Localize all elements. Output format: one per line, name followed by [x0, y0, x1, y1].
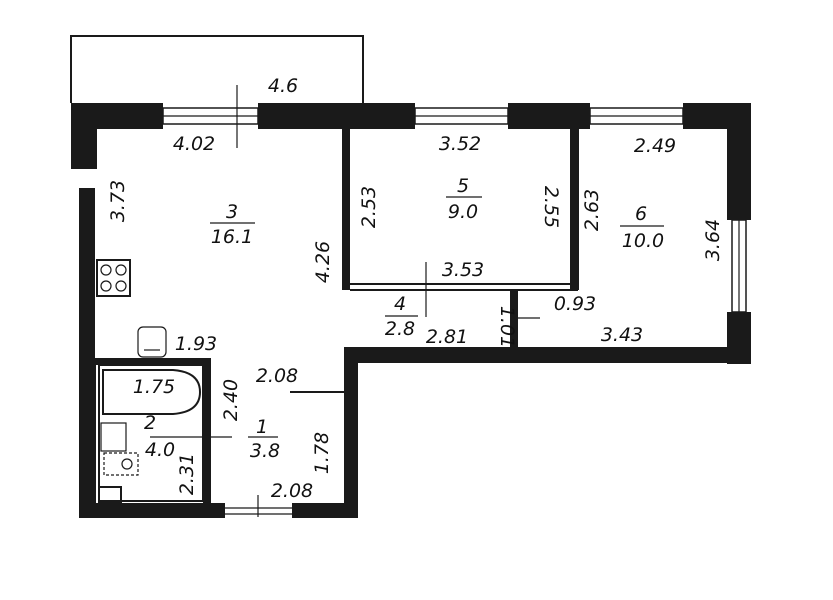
room-labels: 1 3.8 2 4.0 3 16.1 4 2.8 5 9.0 6 10.0	[144, 175, 664, 462]
dim-room5-bottom: 3.53	[442, 259, 484, 281]
dim-bath-width: 1.75	[133, 376, 175, 398]
room-number: 6	[635, 203, 647, 225]
dim-room5-left: 2.53	[358, 186, 380, 228]
dim-bath-height: 2.40	[220, 379, 242, 421]
kitchen-sink-icon	[137, 326, 167, 358]
stove-icon	[96, 259, 131, 297]
interior-walls	[94, 125, 579, 504]
utility-box-icon	[98, 486, 122, 503]
balcony	[70, 35, 364, 103]
washbasin-icon	[100, 422, 127, 452]
fixtures	[96, 259, 202, 503]
exterior-walls	[71, 103, 751, 518]
room-number: 2	[144, 412, 156, 434]
dim-hall-height: 1.78	[311, 432, 333, 474]
dim-room3-top: 4.02	[173, 133, 215, 155]
dim-kitchen-bottom: 1.93	[175, 333, 217, 355]
room-number: 5	[457, 175, 469, 197]
dimension-marks	[150, 85, 540, 517]
room-area: 9.0	[448, 201, 478, 223]
bathtub-icon	[102, 369, 202, 415]
dim-room3-left: 3.73	[107, 180, 129, 222]
dim-room2-height: 2.31	[176, 453, 198, 495]
dim-corridor-bottom: 3.43	[601, 324, 643, 346]
room-number: 4	[394, 293, 406, 315]
dim-room6-top: 2.49	[634, 135, 676, 157]
room-area: 16.1	[211, 226, 253, 248]
toilet-icon	[103, 452, 139, 476]
room-number: 3	[226, 201, 238, 223]
room-area: 3.8	[250, 440, 280, 462]
dim-hall-top: 2.08	[256, 365, 298, 387]
dim-corridor-depth: 1.01	[496, 306, 518, 348]
dim-corridor-short: 0.93	[554, 293, 596, 315]
room-area: 2.8	[385, 318, 415, 340]
balcony-width: 4.6	[268, 75, 298, 97]
dim-room5-top: 3.52	[439, 133, 481, 155]
dim-room4-bottom: 2.81	[426, 326, 468, 348]
dim-room3-right: 4.26	[312, 241, 334, 283]
dim-room6-left: 2.63	[581, 189, 603, 231]
dim-room6-right: 3.64	[702, 219, 724, 261]
dim-hall-bottom: 2.08	[271, 480, 313, 502]
room-area: 10.0	[622, 230, 664, 252]
dimension-labels: 4.6 4.02 3.73 4.26 3.52 2.53 2.55 3.53 2…	[107, 75, 724, 502]
room-area: 4.0	[145, 439, 175, 461]
room-number: 1	[256, 416, 268, 438]
dim-room5-right: 2.55	[540, 186, 562, 228]
